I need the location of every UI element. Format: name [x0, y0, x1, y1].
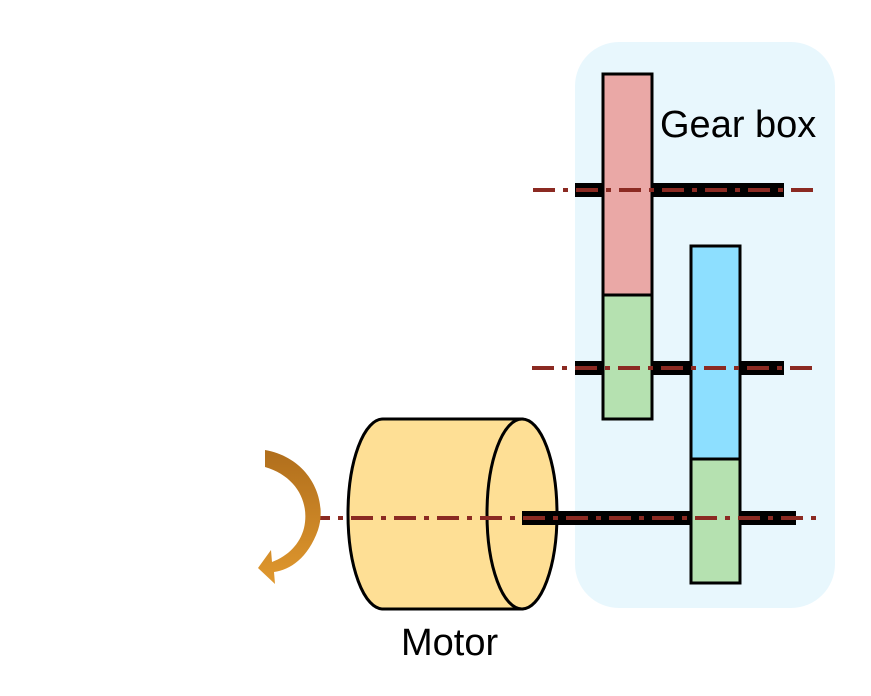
curved-arrow-icon	[258, 450, 321, 584]
gear-bottom-small-front	[689, 457, 742, 585]
gear-top-large	[601, 72, 654, 297]
gear-middle-small	[601, 293, 654, 421]
motor	[346, 417, 559, 611]
gearbox-label: Gear box	[660, 104, 816, 146]
gear-middle-large	[689, 244, 742, 461]
motor-label: Motor	[401, 622, 498, 664]
motor-body	[346, 417, 524, 611]
